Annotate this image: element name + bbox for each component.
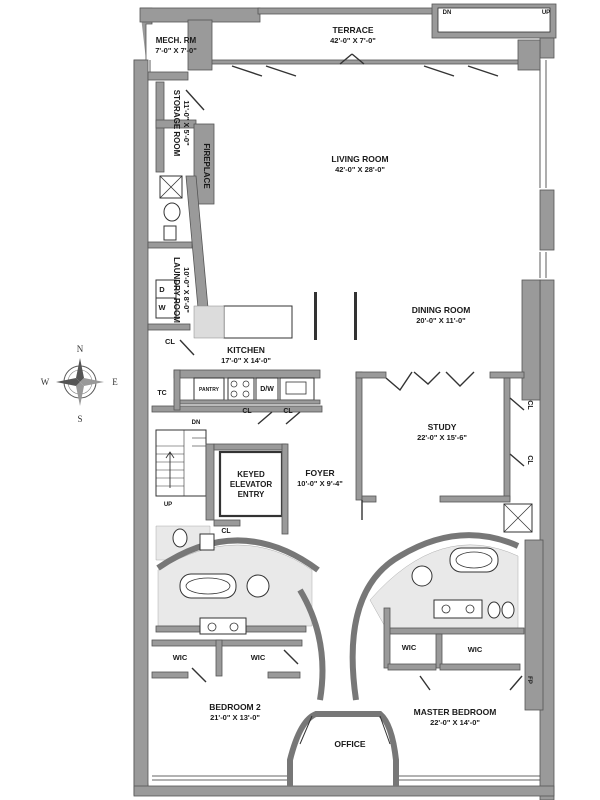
compass-s-label: S xyxy=(77,414,82,424)
exterior-walls xyxy=(133,3,557,800)
fireplace-master-label: FP xyxy=(526,676,532,684)
mech-room-label: MECH. RM xyxy=(156,36,197,45)
dryer-label: D xyxy=(159,285,165,294)
storage-room-label: STORAGE ROOM xyxy=(172,90,181,157)
study-area xyxy=(355,371,533,533)
service-rooms xyxy=(147,71,215,356)
master-bedroom-dim: 22'-0" X 14'-0" xyxy=(430,718,480,727)
washer-label: W xyxy=(158,303,166,312)
terrace-label: TERRACE xyxy=(332,25,373,35)
dining-room-dim: 20'-0" X 11'-0" xyxy=(416,316,466,325)
wic-2-label: WIC xyxy=(251,653,266,662)
foyer-dim: 10'-0" X 9'-4" xyxy=(297,479,343,488)
study-dim: 22'-0" X 15'-6" xyxy=(417,433,467,442)
wic-4-label: WIC xyxy=(468,645,483,654)
study-closet-2-label: CL xyxy=(526,455,533,465)
fireplace-label: FIREPLACE xyxy=(202,143,211,189)
bath-master xyxy=(349,532,525,701)
compass-rose: N S E W xyxy=(41,344,119,424)
elevator-label-2: ELEVATOR xyxy=(230,480,272,489)
kitchen-label: KITCHEN xyxy=(227,345,265,355)
wic-3-label: WIC xyxy=(402,643,417,652)
master-bedroom-label: MASTER BEDROOM xyxy=(414,707,497,717)
laundry-room-label: LAUNDRY ROOM xyxy=(172,257,181,323)
windows xyxy=(149,60,547,781)
up-top-label: UP xyxy=(542,10,550,16)
elevator-label-3: ENTRY xyxy=(238,490,265,499)
pantry-label: PANTRY xyxy=(199,387,220,393)
living-room-label: LIVING ROOM xyxy=(331,154,388,164)
dn-top-label: DN xyxy=(443,10,452,16)
terrace-dim: 42'-0" X 7'-0" xyxy=(330,36,376,45)
bedroom-2-label: BEDROOM 2 xyxy=(209,702,261,712)
wic-1-label: WIC xyxy=(173,653,188,662)
office-label: OFFICE xyxy=(334,739,365,749)
kitchen-dim: 17'-0" X 14'-0" xyxy=(221,356,271,365)
kitchen-closet-2-label: CL xyxy=(283,408,293,415)
compass-w-label: W xyxy=(41,377,50,387)
kitchen-closet-1-label: CL xyxy=(242,408,252,415)
study-label: STUDY xyxy=(428,422,457,432)
foyer-closet-label: CL xyxy=(221,528,231,535)
terrace-wall xyxy=(187,19,541,77)
stair-down-label: DN xyxy=(192,420,201,426)
room-labels: TERRACE 42'-0" X 7'-0" MECH. RM 7'-0" X … xyxy=(155,25,496,749)
living-room-dim: 42'-0" X 28'-0" xyxy=(335,165,385,174)
compass-e-label: E xyxy=(112,377,118,387)
dishwasher-label: D/W xyxy=(260,386,274,393)
trash-compactor-label: TC xyxy=(157,390,166,397)
storage-room-dim: 11'-0" X 5'-0" xyxy=(182,100,191,146)
compass-n-label: N xyxy=(77,344,84,354)
laundry-closet-label: CL xyxy=(165,337,175,346)
mech-room-dim: 7'-0" X 7'-0" xyxy=(155,46,197,55)
office-area xyxy=(287,711,399,786)
small-labels: DN UP D W CL TC PANTRY D/W CL CL DN UP C… xyxy=(157,10,550,684)
laundry-room-dim: 10'-0" X 8'-0" xyxy=(182,267,191,313)
stair-elevator xyxy=(155,429,289,535)
bedroom-2-dim: 21'-0" X 13'-0" xyxy=(210,713,260,722)
kitchen-area xyxy=(151,292,357,425)
dining-room-label: DINING ROOM xyxy=(412,305,471,315)
study-closet-1-label: CL xyxy=(526,400,533,410)
bath-left xyxy=(151,525,326,701)
stair-up-label: UP xyxy=(164,502,172,508)
elevator-label-1: KEYED xyxy=(237,470,265,479)
foyer-label: FOYER xyxy=(305,468,334,478)
